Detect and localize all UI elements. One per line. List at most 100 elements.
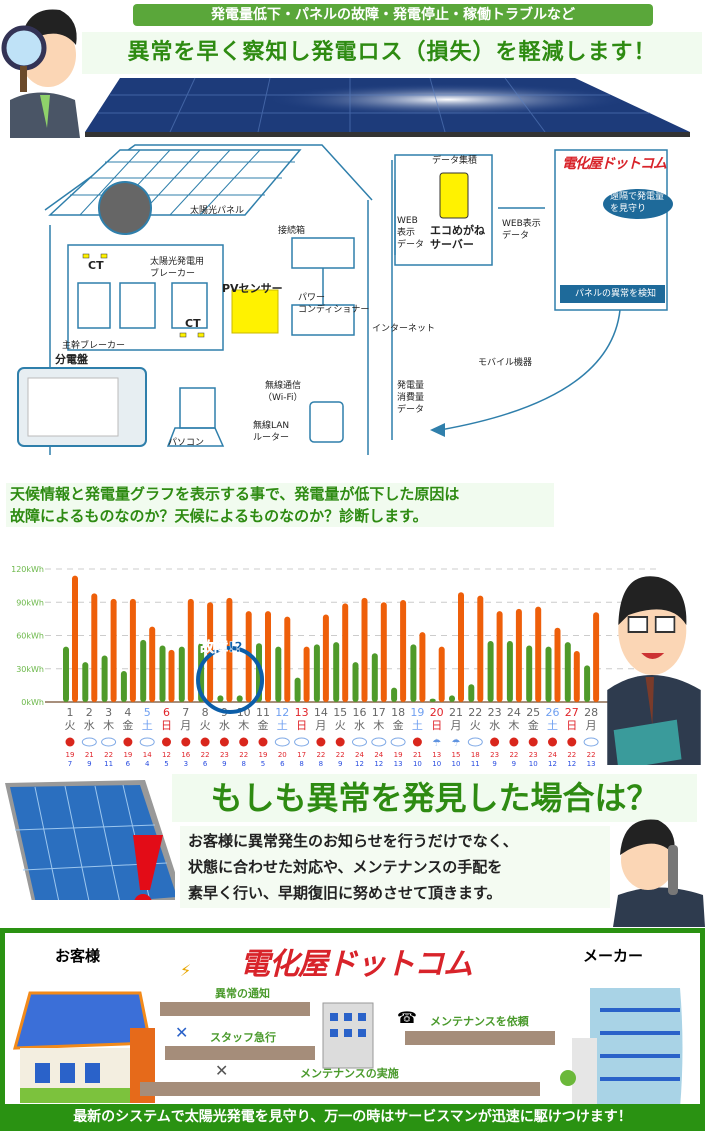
- label-data-accumulation: データ集積: [432, 156, 478, 166]
- high-temp: 18: [471, 751, 480, 759]
- high-temp: 12: [162, 751, 171, 759]
- bar-green: [506, 641, 513, 702]
- bar-orange: [303, 646, 310, 702]
- bar-orange: [419, 632, 426, 702]
- day-label: 20: [430, 706, 444, 719]
- low-temp: 9: [222, 760, 226, 768]
- label-web-data-left: WEB: [397, 216, 418, 226]
- weekday-label: 土: [277, 719, 288, 732]
- day-label: 6: [163, 706, 170, 719]
- weather-sun-icon: [528, 737, 538, 747]
- label-detect-anomaly: パネルの異常を検知: [575, 289, 657, 299]
- label-solar-panel: 太陽光パネル: [190, 206, 245, 216]
- bar-green: [63, 646, 69, 702]
- high-temp: 22: [336, 751, 345, 759]
- weather-sun-icon: [181, 737, 191, 747]
- low-temp: 5: [164, 760, 168, 768]
- dispatch-label: スタッフ急行: [210, 1031, 276, 1044]
- day-label: 2: [86, 706, 93, 719]
- y-tick-label: 60kWh: [16, 632, 44, 641]
- businessman-magnifier-icon: [1, 9, 80, 138]
- weekday-label: 木: [508, 719, 519, 732]
- low-temp: 10: [452, 760, 461, 768]
- high-temp: 24: [355, 751, 364, 759]
- company-logo-large: 電化屋ドットコム: [240, 947, 473, 982]
- footer-banner: 最新のシステムで太陽光発電を見守り、万一の時はサービスマンが迅速に駆けつけます！: [0, 1104, 705, 1131]
- high-temp: 14: [143, 751, 152, 759]
- low-temp: 9: [512, 760, 516, 768]
- label-server: エコめがね: [430, 224, 485, 237]
- satellite-dish-icon: ⚡: [180, 961, 192, 980]
- low-temp: 9: [338, 760, 342, 768]
- weekday-label: 金: [528, 718, 539, 732]
- bar-orange: [438, 646, 445, 702]
- request-label: メンテナンスを依頼: [430, 1015, 529, 1028]
- bar-green: [545, 646, 552, 702]
- weekday-label: 水: [84, 719, 95, 732]
- bar-orange: [535, 606, 542, 702]
- y-tick-label: 30kWh: [16, 665, 44, 674]
- monitoring-system-diagram: 太陽光パネル 接続箱 太陽光発電用 ブレーカー CT CT PVセンサー パワー…: [0, 140, 705, 455]
- low-temp: 8: [299, 760, 303, 768]
- weekday-label: 月: [451, 719, 462, 732]
- weather-sun-icon: [239, 737, 249, 747]
- header-banner: 発電量低下・パネルの故障・発電停止・稼働トラブルなど 異常を早く察知し発電ロス（…: [0, 0, 705, 138]
- high-temp: 20: [278, 751, 287, 759]
- high-temp: 24: [548, 751, 557, 759]
- low-temp: 4: [145, 760, 150, 768]
- businessman-phone-icon: [613, 819, 705, 927]
- day-label: 5: [144, 706, 151, 719]
- bar-green: [159, 645, 166, 702]
- maker-label: メーカー: [583, 947, 644, 965]
- high-temp: 23: [529, 751, 538, 759]
- weekday-label: 金: [122, 718, 133, 732]
- label-power-conditioner-2: コンディショナー: [298, 305, 370, 315]
- bar-green: [178, 646, 185, 702]
- weather-sun-icon: [567, 737, 577, 747]
- weekday-label: 日: [161, 719, 172, 732]
- bar-green: [487, 641, 494, 702]
- label-router: 無線LAN: [253, 421, 290, 431]
- arrow-request: [405, 1031, 555, 1045]
- bar-orange: [207, 602, 214, 702]
- bar-green: [584, 665, 591, 702]
- bar-orange: [72, 575, 78, 702]
- low-temp: 10: [529, 760, 538, 768]
- day-label: 3: [105, 706, 112, 719]
- bar-green: [468, 684, 475, 702]
- section-body-line-1: お客様に異常発生のお知らせを行うだけでなく、: [188, 832, 518, 850]
- day-label: 23: [488, 706, 502, 719]
- low-temp: 9: [87, 760, 91, 768]
- low-temp: 13: [394, 760, 403, 768]
- weather-sun-icon: [509, 737, 519, 747]
- chart-description-line-1: 天候情報と発電量グラフを表示する事で、発電量が低下した原因は: [10, 485, 460, 503]
- bar-orange: [245, 611, 252, 702]
- weather-cloud-icon: [352, 737, 367, 747]
- weather-cloud-icon: [294, 737, 310, 747]
- weekday-label: 火: [470, 719, 481, 732]
- section-title: もしも異常を発見した場合は？: [172, 774, 697, 822]
- day-label: 7: [182, 706, 189, 719]
- section-body: お客様に異常発生のお知らせを行うだけでなく、 状態に合わせた対応や、メンテナンス…: [180, 826, 610, 908]
- weather-cloud-icon: [274, 737, 290, 747]
- weekday-label: 土: [547, 719, 558, 732]
- low-temp: 8: [319, 760, 323, 768]
- wrench-hammer-icon: ✕: [215, 1061, 229, 1080]
- telephone-icon: ☎: [397, 1008, 417, 1027]
- low-temp: 6: [126, 760, 131, 768]
- weekday-label: 水: [219, 719, 230, 732]
- day-label: 28: [584, 706, 598, 719]
- label-pv-breaker-2: ブレーカー: [150, 269, 196, 279]
- high-temp: 22: [316, 751, 325, 759]
- high-temp: 22: [567, 751, 576, 759]
- weather-cloud-icon: [101, 737, 117, 747]
- day-label: 14: [314, 706, 328, 719]
- day-label: 16: [353, 706, 367, 719]
- low-temp: 11: [471, 760, 480, 768]
- low-temp: 12: [548, 760, 557, 768]
- day-label: 22: [468, 706, 482, 719]
- bar-green: [120, 670, 127, 702]
- bar-green: [449, 695, 455, 702]
- low-temp: 6: [280, 760, 285, 768]
- weather-sun-icon: [65, 737, 75, 747]
